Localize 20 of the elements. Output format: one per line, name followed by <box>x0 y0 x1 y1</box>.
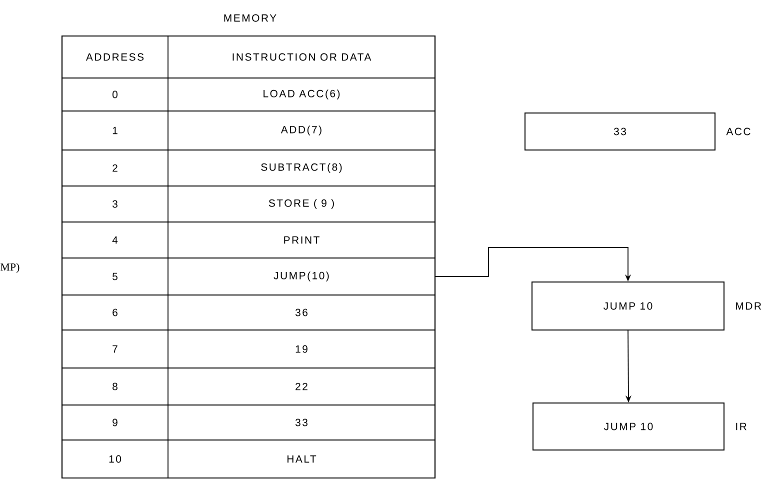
table-row: ADDRESS INSTRUCTION OR DATA <box>62 36 436 78</box>
table-row: 10 HALT <box>62 440 436 478</box>
table-row: 3 STORE ( 9 ) <box>62 186 436 222</box>
cut-off-text: MP) <box>0 263 20 273</box>
table-row: 1 ADD(7) <box>62 110 436 150</box>
table-row: 8 22 <box>62 368 436 406</box>
table-row: 4 PRINT <box>62 222 436 258</box>
register-box: JUMP 10 <box>532 402 724 450</box>
node-label: MEMORY <box>224 14 276 22</box>
register-name: IR <box>736 422 746 430</box>
register-box: JUMP 10 <box>532 282 724 330</box>
register-box: 33 <box>524 112 716 150</box>
table-row: 2 SUBTRACT(8) <box>62 150 436 186</box>
table-row: 7 19 <box>62 330 436 368</box>
register-name: ACC <box>726 128 750 136</box>
table-row: 6 36 <box>62 294 436 330</box>
table-row: 5 JUMP(10) <box>62 258 436 296</box>
table-row: 0 LOAD ACC(6) <box>62 78 436 112</box>
register-name: MDR <box>736 302 762 310</box>
table-row: 9 33 <box>62 404 436 440</box>
